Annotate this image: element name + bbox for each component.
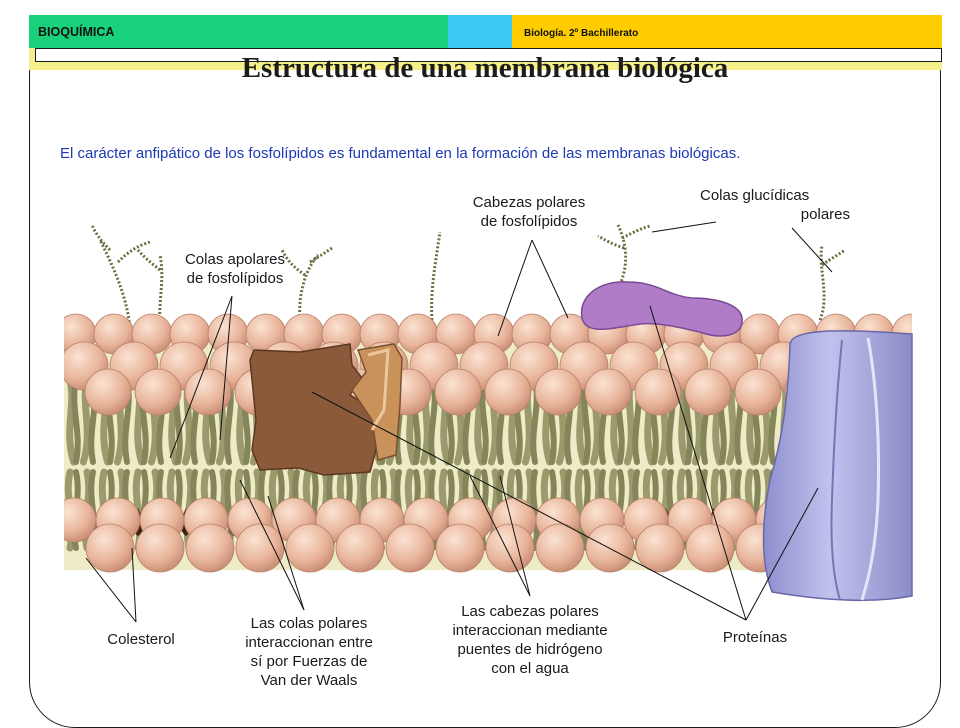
integral-protein-tan — [351, 343, 403, 461]
phospholipid-head — [685, 523, 735, 573]
glycan-chain — [597, 224, 651, 286]
phospholipid-head — [335, 523, 385, 573]
label-colesterol: Colesterol — [107, 631, 175, 648]
callout-lines — [85, 221, 833, 623]
glycan-chain — [430, 231, 442, 321]
label-colas-apolares: Colas apolares de fosfolípidos — [184, 251, 286, 287]
phospholipid-head — [484, 368, 532, 416]
phospholipid-head — [534, 368, 582, 416]
label-cabezas-polares: Cabezas polares de fosfolípidos — [472, 194, 586, 230]
page-title: Estructura de una membrana biológica — [241, 52, 729, 84]
phospholipid-head — [684, 368, 732, 416]
subject-label: BIOQUÍMICA — [38, 25, 115, 39]
phospholipid-head — [435, 523, 485, 573]
membrane-proteins — [249, 281, 913, 602]
phospholipid-head — [185, 523, 235, 573]
phospholipid-head — [235, 523, 285, 573]
label-colas-van-der-waals: Las colas polares interaccionan entre sí… — [245, 615, 373, 689]
intro-text: El carácter anfipático de los fosfolípid… — [60, 145, 741, 162]
phospholipid-head — [385, 523, 435, 573]
phospholipid-head — [84, 368, 132, 416]
header-course-band — [512, 15, 942, 48]
phospholipid-head — [184, 368, 232, 416]
phospholipid-head — [85, 523, 135, 573]
glycan-chain — [280, 246, 333, 321]
phospholipid-head — [734, 368, 782, 416]
course-label: Biología. 2º Bachillerato — [524, 28, 639, 39]
label-cabezas-puentes-hidrogeno: Las cabezas polares interaccionan median… — [452, 603, 608, 677]
label-colas-glucidicas: Colas glucídicas polares — [700, 187, 850, 223]
fatty-acid-tail — [71, 377, 81, 465]
phospholipid-head — [584, 368, 632, 416]
phospholipid-head — [635, 523, 685, 573]
phospholipid-head — [285, 523, 335, 573]
phospholipid-head — [535, 523, 585, 573]
fatty-acid-tail — [428, 377, 438, 465]
label-proteinas: Proteínas — [722, 629, 788, 646]
fatty-acid-tail — [66, 376, 78, 466]
phospholipid-head — [634, 368, 682, 416]
header-subject-band — [29, 15, 449, 48]
fatty-acid-tail — [530, 469, 540, 551]
glycan-chain — [818, 244, 846, 321]
phospholipid-head — [134, 368, 182, 416]
glycan-chain — [90, 224, 151, 331]
phospholipid-head — [485, 523, 535, 573]
phospholipid-head — [135, 523, 185, 573]
peripheral-protein-purple — [580, 281, 743, 337]
phospholipid-head — [434, 368, 482, 416]
glycan-chain — [136, 249, 164, 331]
header-outline-box — [35, 48, 942, 62]
